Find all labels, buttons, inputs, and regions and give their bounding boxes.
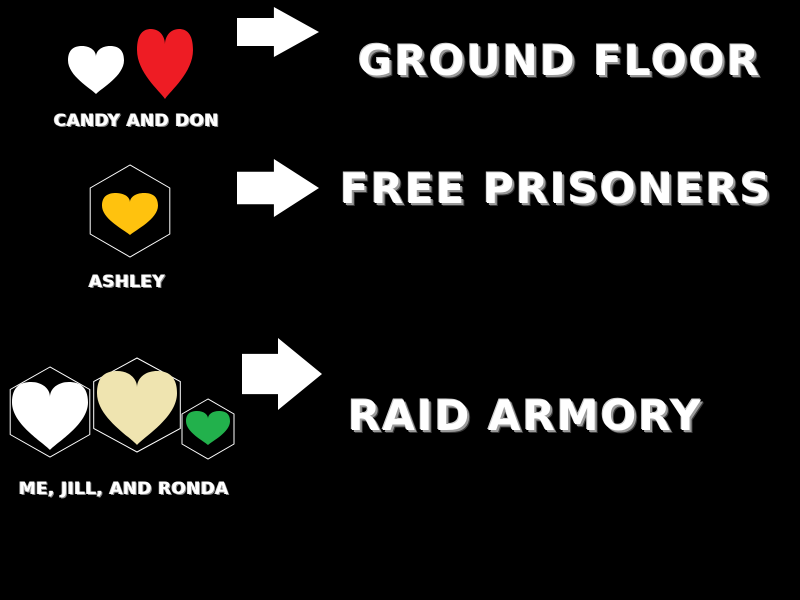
right-arrow-icon bbox=[237, 7, 319, 57]
cream-heart-icon bbox=[97, 371, 177, 445]
hexagon-frame bbox=[93, 357, 181, 453]
red-heart-icon bbox=[137, 29, 193, 99]
right-arrow-icon bbox=[237, 159, 319, 217]
destination-raid-armory: RAID ARMORY bbox=[348, 391, 703, 440]
destination-free-prisoners: FREE PRISONERS bbox=[340, 164, 773, 213]
group-label-me-jill-and-ronda: ME, JILL, AND RONDA bbox=[19, 479, 229, 499]
group-label-candy-and-don: CANDY AND DON bbox=[54, 111, 220, 131]
hexagon-frame bbox=[9, 366, 91, 458]
destination-ground-floor: GROUND FLOOR bbox=[358, 36, 761, 85]
hexagon-frame bbox=[89, 164, 171, 258]
hexagon-frame bbox=[181, 398, 235, 460]
group-label-ashley: ASHLEY bbox=[89, 272, 166, 292]
white-heart-icon bbox=[68, 46, 124, 94]
green-heart-icon bbox=[186, 411, 230, 445]
right-arrow-icon bbox=[242, 338, 322, 410]
white-heart-icon bbox=[12, 382, 88, 450]
yellow-heart-icon bbox=[102, 193, 158, 235]
